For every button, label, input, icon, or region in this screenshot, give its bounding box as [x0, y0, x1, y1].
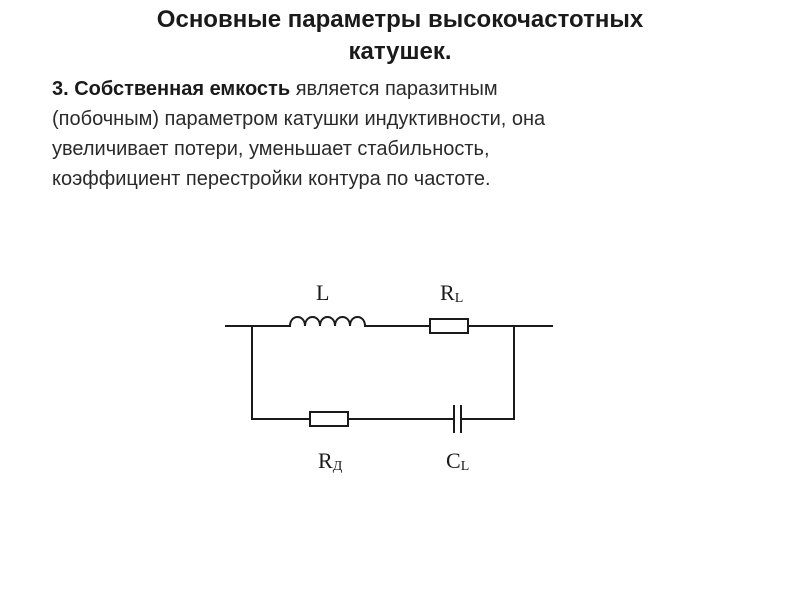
body-line-2: (побочным) параметром катушки индуктивно… — [52, 108, 546, 130]
capacitor-label-sub: L — [461, 459, 470, 474]
resistor-rd-label-sub: Д — [333, 459, 343, 474]
resistor-rl-label: RL — [440, 280, 463, 306]
resistor-rl-label-main: R — [440, 280, 455, 305]
inductor-label: L — [316, 280, 329, 305]
resistor-rd-label-main: R — [318, 448, 333, 473]
body-paragraph: 3. Собственная емкость является паразитн… — [52, 74, 752, 194]
resistor-rd-label: RД — [318, 448, 343, 474]
slide-title: Основные параметры высокочастотных катуш… — [40, 4, 760, 68]
body-line-1: 3. Собственная емкость является паразитн… — [52, 74, 752, 104]
slide-title-line-2: катушек. — [348, 38, 452, 65]
slide-title-line-1: Основные параметры высокочастотных — [156, 6, 644, 33]
capacitor-label: CL — [446, 448, 469, 474]
body-line-3: увеличивает потери, уменьшает стабильнос… — [52, 138, 490, 160]
inductor-symbol — [288, 316, 367, 328]
capacitor-label-main: C — [446, 448, 461, 473]
body-lead-bold: 3. Собственная емкость — [52, 78, 291, 100]
resistor-rl-symbol — [429, 318, 469, 334]
resistor-rd-symbol — [309, 411, 349, 427]
resistor-rl-label-sub: L — [455, 291, 464, 306]
body-line-1-rest: является паразитным — [290, 78, 498, 100]
body-line-4: коэффициент перестройки контура по часто… — [52, 168, 491, 190]
